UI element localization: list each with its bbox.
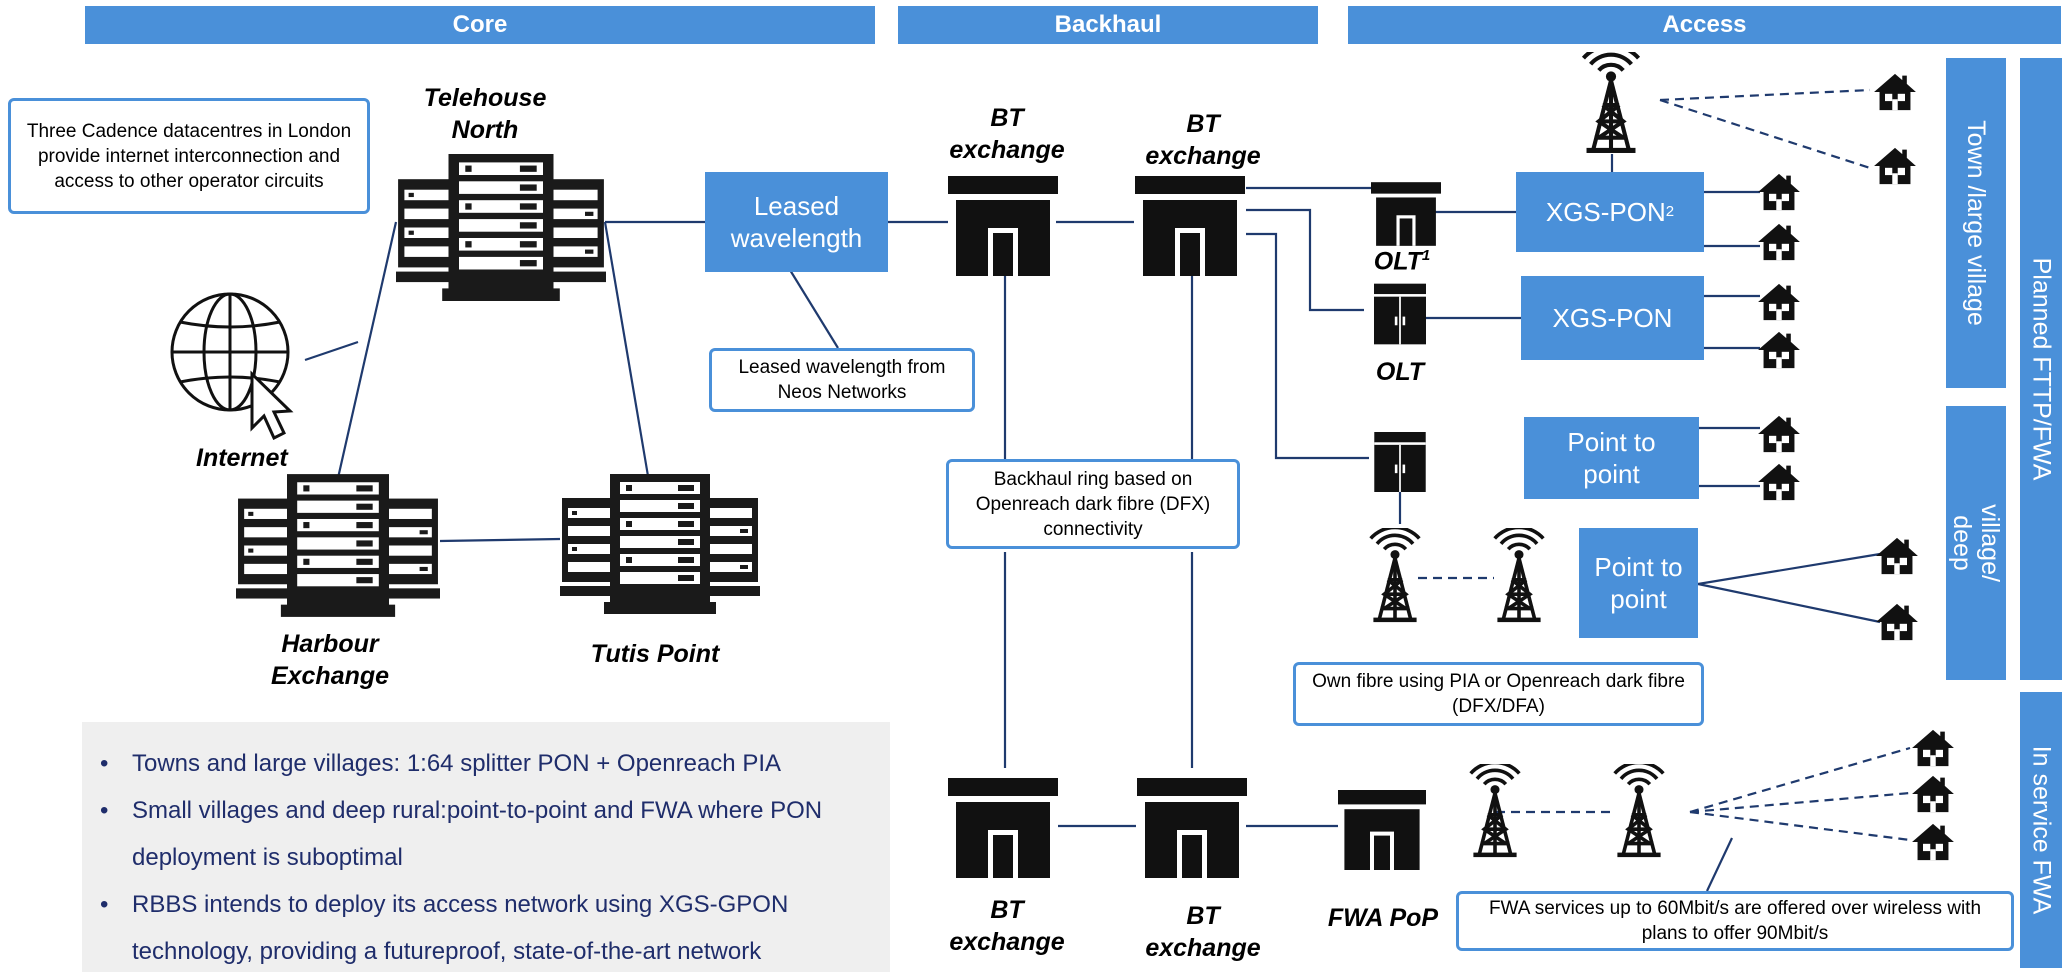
house-icon	[1756, 462, 1802, 502]
house-icon	[1756, 414, 1802, 454]
point-to-point-box-2: Point to point	[1579, 528, 1698, 638]
label-tutis-point: Tutis Point	[590, 640, 720, 668]
summary-item: Towns and large villages: 1:64 splitter …	[100, 740, 890, 787]
leased-wavelength-box: Leased wavelength	[705, 172, 888, 272]
header-access: Access	[1348, 6, 2061, 44]
server-icon	[560, 474, 760, 614]
tower-icon	[1492, 528, 1546, 628]
olt-cabinet-icon	[1374, 282, 1426, 346]
olt-cabinet-icon	[1374, 432, 1426, 492]
house-icon	[1874, 536, 1920, 576]
summary-panel: Towns and large villages: 1:64 splitter …	[82, 722, 890, 972]
xgs-pon-box: XGS-PON	[1521, 276, 1704, 360]
tower-icon	[1580, 52, 1642, 154]
fwa-pop-icon	[1338, 790, 1426, 870]
exchange-icon	[1134, 176, 1246, 276]
summary-item: RBBS intends to deploy its access networ…	[100, 881, 890, 975]
label-internet: Internet	[196, 444, 288, 472]
house-icon	[1872, 72, 1918, 112]
tower-icon	[1368, 528, 1422, 628]
exchange-icon	[948, 176, 1058, 276]
label-telehouse-north: Telehouse North	[423, 84, 547, 144]
tower-icon	[1612, 764, 1666, 862]
house-icon	[1874, 602, 1920, 642]
note-datacentres: Three Cadence datacentres in London prov…	[8, 98, 370, 214]
house-icon	[1756, 172, 1802, 212]
note-own-fibre: Own fibre using PIA or Openreach dark fi…	[1293, 662, 1704, 726]
bar-small-village: Small village/ deep rural	[1920, 406, 2032, 680]
label-bt-exchange-2: BT exchange	[1145, 110, 1261, 170]
house-icon	[1910, 728, 1956, 768]
bar-planned-fttp: Planned FTTP/FWA	[2020, 58, 2062, 680]
tower-icon	[1468, 764, 1522, 862]
olt-exchange-icon	[1371, 182, 1441, 246]
server-icon	[236, 474, 440, 617]
house-icon	[1756, 330, 1802, 370]
house-icon	[1910, 774, 1956, 814]
point-to-point-box-1: Point to point	[1524, 417, 1699, 499]
house-icon	[1872, 146, 1918, 186]
exchange-icon	[1136, 778, 1248, 878]
house-icon	[1910, 822, 1956, 862]
globe-cursor-icon	[168, 290, 308, 440]
note-backhaul-ring: Backhaul ring based on Openreach dark fi…	[946, 459, 1240, 549]
summary-item: Small villages and deep rural:point-to-p…	[100, 787, 890, 881]
header-core: Core	[85, 6, 875, 44]
label-bt-exchange-3: BT exchange	[949, 896, 1065, 956]
note-leased-from: Leased wavelength from Neos Networks	[709, 348, 975, 412]
exchange-icon	[948, 778, 1058, 878]
bar-town-large-village: Town /large village	[1946, 58, 2006, 388]
note-fwa-services: FWA services up to 60Mbit/s are offered …	[1456, 891, 2014, 951]
label-harbour-exchange: Harbour Exchange	[270, 630, 390, 690]
server-icon	[396, 154, 606, 301]
label-bt-exchange-4: BT exchange	[1145, 902, 1261, 962]
label-fwa-pop: FWA PoP	[1327, 904, 1439, 932]
label-bt-exchange-1: BT exchange	[949, 104, 1065, 164]
header-backhaul: Backhaul	[898, 6, 1318, 44]
house-icon	[1756, 222, 1802, 262]
house-icon	[1756, 282, 1802, 322]
label-olt-2: OLT	[1375, 358, 1425, 386]
label-olt-1: OLT1	[1373, 247, 1431, 276]
bar-in-service-fwa: In service FWA	[2020, 692, 2062, 968]
